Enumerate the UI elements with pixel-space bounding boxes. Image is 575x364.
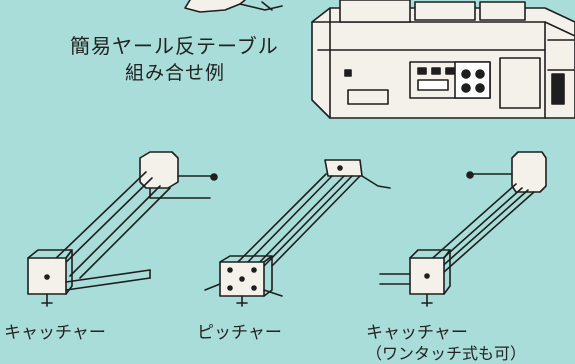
pitcher-illustration xyxy=(205,160,390,306)
tool-fragment-illustration xyxy=(185,0,282,12)
label-catcher-right-note: （ワンタッチ式も可） xyxy=(366,344,527,363)
label-catcher-left: キャッチャー xyxy=(4,323,106,343)
catcher-right-illustration xyxy=(380,152,546,306)
label-pitcher: ピッチャー xyxy=(197,323,282,343)
caption-title: 簡易ヤール反テーブル xyxy=(70,34,279,58)
label-catcher-right: キャッチャー xyxy=(366,323,468,343)
caption-subtitle: 組み合せ例 xyxy=(125,62,226,84)
catcher-left-illustration xyxy=(28,152,217,306)
machine-illustration xyxy=(312,0,575,118)
